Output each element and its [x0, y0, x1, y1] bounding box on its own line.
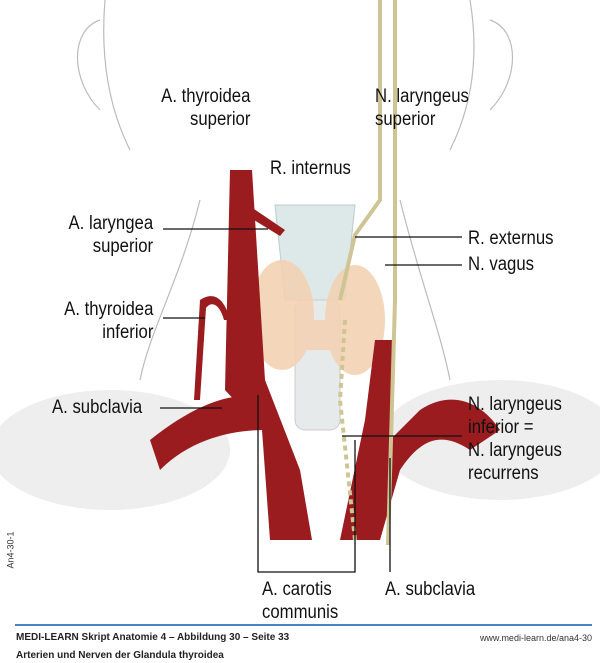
label-line: recurrens — [468, 463, 539, 484]
label-line: communis — [262, 602, 339, 623]
footer-divider — [15, 624, 592, 626]
label-line: A. thyroidea — [160, 86, 250, 107]
arteries — [150, 170, 500, 540]
label-n-vagus: N. vagus — [468, 254, 534, 275]
label-line: superior — [375, 109, 436, 130]
label-line: A. carotis — [262, 579, 332, 600]
label-line: A. thyroidea — [63, 299, 153, 320]
leader-lines — [160, 228, 462, 573]
label-line: inferior = — [468, 417, 534, 438]
thyroid-gland — [250, 260, 385, 375]
label-line: N. laryngeus — [468, 394, 562, 415]
label-line: inferior — [101, 322, 153, 343]
label-line: N. laryngeus — [375, 86, 469, 107]
head-outline — [76, 0, 514, 381]
footer-title: MEDI-LEARN Skript Anatomie 4 – Abbildung… — [16, 632, 290, 643]
label-line: N. laryngeus — [468, 440, 562, 461]
shoulder-left — [0, 390, 230, 510]
footer-subtitle: Arterien und Nerven der Glandula thyroid… — [16, 650, 224, 661]
label-line: A. laryngea — [68, 213, 153, 234]
label-r-internus: R. internus — [270, 158, 351, 179]
label-line: superior — [189, 109, 250, 130]
label-a-subclavia-right: A. subclavia — [385, 579, 476, 600]
label-r-externus: R. externus — [468, 228, 554, 249]
footer-url[interactable]: www.medi-learn.de/ana4-30 — [479, 633, 592, 643]
anatomy-illustration — [0, 0, 600, 573]
label-line: superior — [92, 236, 153, 257]
figure-code: An4-30-1 — [5, 531, 16, 569]
label-a-subclavia-left: A. subclavia — [52, 397, 143, 418]
